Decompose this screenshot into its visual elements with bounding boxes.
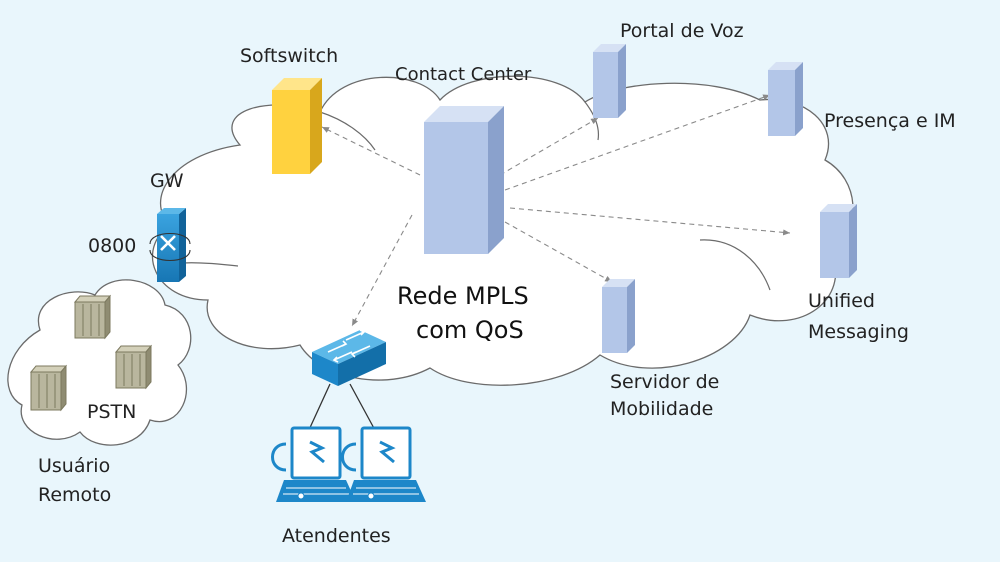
label-usuario-line2: Remoto: [38, 484, 111, 506]
network-switch-icon: [312, 329, 386, 386]
arrow-to-servidor: [504, 221, 613, 283]
label-portal-de-voz: Portal de Voz: [620, 20, 744, 42]
label-usuario-line1: Usuário: [38, 455, 110, 477]
switch-agent-links: [307, 383, 377, 433]
label-atendentes: Atendentes: [282, 525, 391, 547]
gateway-icon: [149, 208, 191, 282]
servidor-mobilidade-server-icon: [602, 279, 635, 353]
label-network-line2: com QoS: [416, 316, 524, 344]
label-servidor-line1: Servidor de: [610, 371, 719, 393]
pstn-switch-icon: [29, 364, 68, 412]
arrow-to-portal: [499, 117, 599, 176]
label-contact-center: Contact Center: [395, 64, 532, 85]
label-gw: GW: [150, 170, 184, 192]
label-servidor-line2: Mobilidade: [610, 398, 713, 420]
agent-laptop-icon: [341, 426, 426, 502]
pstn-switch-icon: [73, 294, 112, 340]
arrow-to-switch: [351, 214, 413, 327]
arrow-to-softswitch: [321, 126, 421, 176]
contact-center-server-icon: [424, 106, 504, 254]
portal-de-voz-server-icon: [593, 44, 626, 118]
label-network-line1: Rede MPLS: [397, 282, 529, 310]
presenca-im-server-icon: [768, 62, 803, 136]
label-0800: 0800: [88, 235, 136, 257]
label-softswitch: Softswitch: [240, 45, 338, 67]
label-presenca-im: Presença e IM: [824, 110, 956, 132]
connections: [321, 94, 791, 327]
label-pstn: PSTN: [87, 401, 136, 423]
label-unified-line1: Unified: [808, 290, 875, 312]
arrow-to-presenca: [504, 94, 771, 191]
softswitch-server-icon: [272, 78, 322, 174]
pstn-switch-icon: [114, 344, 153, 390]
agent-laptop-icon: [271, 426, 356, 502]
label-unified-line2: Messaging: [808, 321, 909, 343]
arrow-to-unified: [509, 207, 791, 236]
unified-messaging-server-icon: [820, 204, 857, 278]
